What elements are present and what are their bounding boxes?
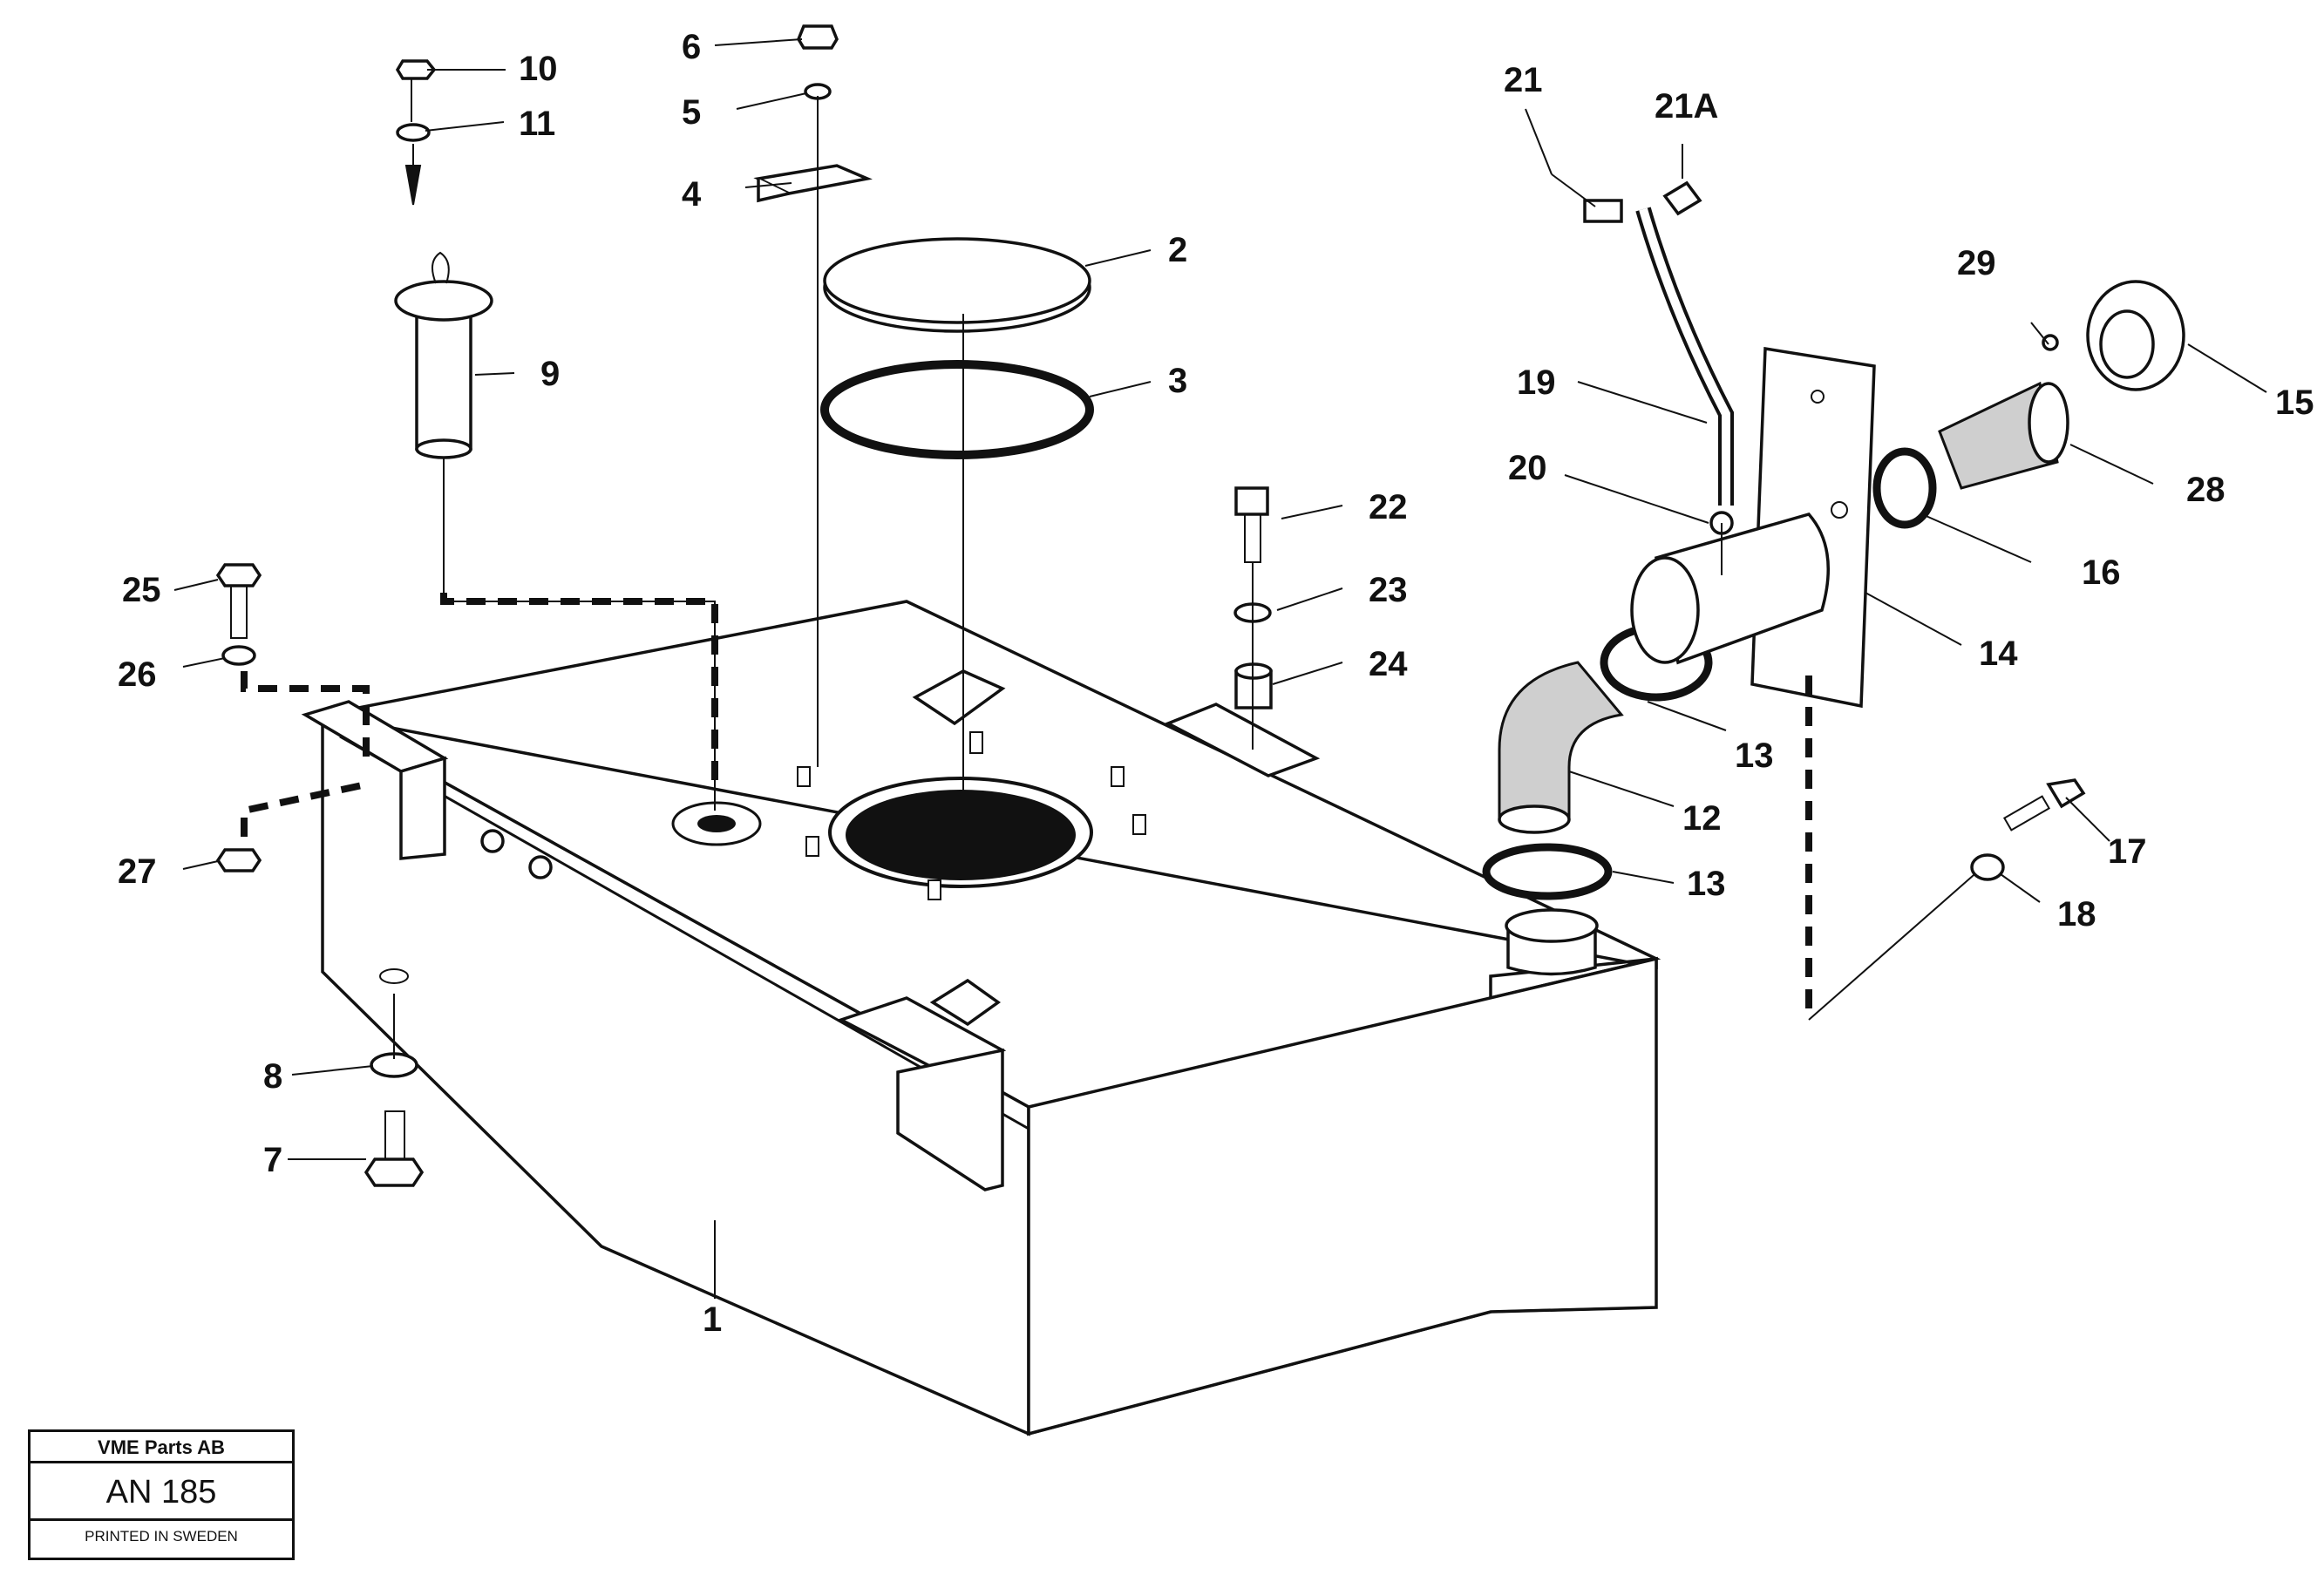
callout-3: 3 — [1168, 362, 1187, 400]
bolts-7-8 — [364, 1052, 425, 1187]
title-block: VME Parts AB AN 185 PRINTED IN SWEDEN — [28, 1429, 295, 1560]
callout-21: 21 — [1504, 61, 1543, 99]
callout-13-upper: 13 — [1735, 737, 1774, 775]
callout-19: 19 — [1517, 363, 1556, 402]
callout-9: 9 — [540, 355, 560, 393]
filler-strainer — [1872, 381, 2069, 529]
callout-12: 12 — [1682, 799, 1722, 838]
callout-18: 18 — [2057, 895, 2096, 933]
callout-10: 10 — [519, 50, 558, 88]
breather-hose — [1583, 180, 1734, 575]
callout-20: 20 — [1508, 449, 1547, 487]
filler-cap — [2042, 280, 2185, 391]
callout-22: 22 — [1369, 488, 1408, 526]
sealing-ring — [820, 360, 1094, 459]
callout-23: 23 — [1369, 571, 1408, 609]
callout-8: 8 — [263, 1057, 282, 1096]
callout-4: 4 — [682, 175, 702, 214]
callout-13-lower: 13 — [1687, 865, 1726, 903]
callout-21a: 21A — [1655, 87, 1718, 126]
filler-pipe-bracket — [1630, 346, 1876, 709]
tank-body — [317, 600, 1661, 1436]
callout-11: 11 — [519, 105, 555, 143]
tank-filler-neck — [1505, 908, 1599, 976]
callout-labels: 1 2 3 4 5 6 7 8 9 10 11 12 13 13 14 15 1… — [118, 28, 2314, 1339]
callout-17: 17 — [2108, 832, 2147, 871]
callout-27: 27 — [118, 852, 157, 891]
callout-15: 15 — [2275, 384, 2314, 422]
bolts-17-18 — [1970, 778, 2086, 881]
callout-29: 29 — [1957, 244, 1996, 282]
manufacturer-label: VME Parts AB — [31, 1432, 292, 1463]
callout-6: 6 — [682, 28, 701, 66]
printed-note: PRINTED IN SWEDEN — [85, 1528, 238, 1544]
filler-elbow — [1498, 661, 1624, 834]
clamp-4-5-6 — [753, 24, 873, 203]
callout-25: 25 — [122, 571, 161, 609]
leader-lines — [173, 38, 2267, 1299]
cover-plate — [823, 237, 1091, 333]
callout-7: 7 — [263, 1141, 282, 1179]
callout-1: 1 — [703, 1300, 722, 1339]
mounting-brackets — [301, 700, 1321, 1191]
callout-16: 16 — [2082, 553, 2121, 592]
callout-26: 26 — [118, 655, 157, 694]
callout-28: 28 — [2186, 471, 2225, 509]
callout-14: 14 — [1979, 635, 2018, 673]
fuel-gauge-sender — [394, 59, 493, 459]
bolts-25-26-27 — [215, 563, 262, 872]
drawing-code: AN 185 — [31, 1463, 292, 1521]
callout-24: 24 — [1369, 645, 1408, 683]
callout-5: 5 — [682, 93, 701, 132]
callout-2: 2 — [1168, 231, 1187, 269]
